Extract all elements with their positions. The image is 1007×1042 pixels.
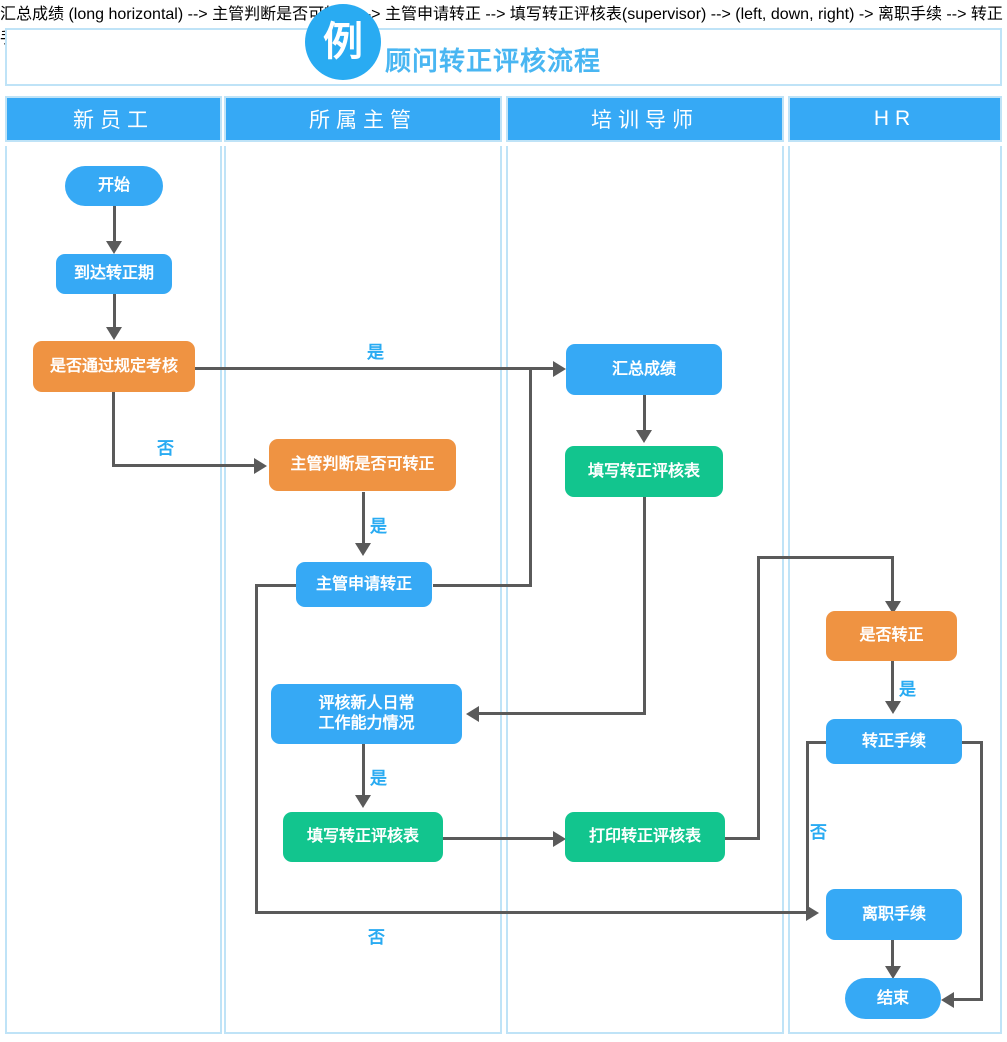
- node-resignation-procedure[interactable]: 离职手续: [826, 889, 962, 940]
- arrowhead-assess-yes: [553, 361, 566, 377]
- connector-apply-to-summary-h: [433, 584, 532, 587]
- connector-start-to-arrive: [113, 206, 116, 243]
- arrowhead-arrive-to-assess: [106, 327, 122, 340]
- edge-label-judge-yes: 是: [370, 517, 387, 536]
- edge-label-assess-yes: 是: [367, 343, 384, 362]
- node-regularization-procedure[interactable]: 转正手续: [826, 719, 962, 764]
- lane-header-trainer: 培训导师: [506, 96, 784, 142]
- arrowhead-judge-yes: [355, 543, 371, 556]
- connector-assess-no-h: [112, 464, 259, 467]
- connector-print-to-confirm-h2: [757, 556, 894, 559]
- arrowhead-confirm-yes: [885, 701, 901, 714]
- page-title: 顾问转正评核流程: [385, 46, 602, 76]
- connector-apply-to-summary-v: [529, 367, 532, 587]
- connector-fill-to-print: [443, 837, 555, 840]
- arrowhead-evaluate-yes: [355, 795, 371, 808]
- lane-header-new-employee: 新员工: [5, 96, 222, 142]
- arrowhead-resign-to-end: [885, 966, 901, 979]
- arrowhead-fill-to-print: [553, 831, 566, 847]
- node-confirm-regularization[interactable]: 是否转正: [826, 611, 957, 661]
- arrowhead-fill-to-evaluate: [466, 706, 479, 722]
- connector-fill-to-evaluate-v: [643, 497, 646, 715]
- title-bar: [5, 28, 1002, 86]
- connector-evaluate-yes: [362, 744, 365, 797]
- node-evaluate-daily[interactable]: 评核新人日常 工作能力情况: [271, 684, 462, 744]
- node-summarize-scores[interactable]: 汇总成绩: [566, 344, 722, 395]
- node-supervisor-apply[interactable]: 主管申请转正: [296, 562, 432, 607]
- edge-label-evaluate-yes: 是: [370, 769, 387, 788]
- lane-body-trainer: [506, 146, 784, 1034]
- connector-assess-yes: [195, 367, 562, 370]
- edge-label-sup-no: 否: [368, 928, 385, 947]
- example-badge: 例: [305, 4, 381, 80]
- connector-confirm-no-h: [806, 741, 828, 744]
- connector-print-to-confirm-v1: [757, 556, 760, 840]
- connector-print-to-confirm-h1: [725, 837, 760, 840]
- arrowhead-sup-no: [806, 905, 819, 921]
- connector-sup-no-h2: [255, 911, 808, 914]
- arrowhead-print-to-confirm: [885, 601, 901, 614]
- connector-resign-to-end: [891, 940, 894, 970]
- node-supervisor-judge[interactable]: 主管判断是否可转正: [269, 439, 456, 491]
- connector-summary-to-fill: [643, 395, 646, 432]
- connector-sup-no-h1: [255, 584, 297, 587]
- connector-reg-to-end-h2: [953, 998, 983, 1001]
- connector-print-to-confirm-v2: [891, 556, 894, 603]
- node-evaluate-daily-line1: 评核新人日常: [318, 695, 415, 712]
- node-fill-form-supervisor[interactable]: 填写转正评核表: [283, 812, 443, 862]
- edge-label-confirm-no: 否: [810, 823, 827, 842]
- node-pass-required-assessment[interactable]: 是否通过规定考核: [33, 341, 195, 392]
- arrowhead-summary-to-fill: [636, 430, 652, 443]
- connector-arrive-to-assess: [113, 294, 116, 329]
- lane-body-hr: [788, 146, 1002, 1034]
- connector-confirm-no-v: [806, 741, 809, 914]
- edge-label-assess-no: 否: [157, 439, 174, 458]
- connector-confirm-yes: [891, 661, 894, 703]
- node-start[interactable]: 开始: [65, 166, 163, 206]
- connector-assess-no-v: [112, 391, 115, 467]
- connector-judge-yes: [362, 492, 365, 545]
- connector-fill-to-evaluate-h: [478, 712, 646, 715]
- node-arrive-probation-end[interactable]: 到达转正期: [56, 254, 172, 294]
- node-end[interactable]: 结束: [845, 978, 941, 1019]
- node-fill-form-trainer[interactable]: 填写转正评核表: [565, 446, 723, 497]
- arrowhead-start-to-arrive: [106, 241, 122, 254]
- node-print-form[interactable]: 打印转正评核表: [565, 812, 725, 862]
- connector-reg-to-end-h1: [961, 741, 983, 744]
- arrowhead-assess-no: [254, 458, 267, 474]
- lane-body-supervisor: [224, 146, 502, 1034]
- lane-header-hr: HR: [788, 96, 1002, 142]
- edge-label-confirm-yes: 是: [899, 680, 916, 699]
- connector-reg-to-end-v: [980, 741, 983, 999]
- lane-header-supervisor: 所属主管: [224, 96, 502, 142]
- node-evaluate-daily-line2: 工作能力情况: [318, 715, 415, 732]
- connector-sup-no-v: [255, 584, 258, 914]
- arrowhead-reg-to-end: [941, 992, 954, 1008]
- lane-body-new-employee: [5, 146, 222, 1034]
